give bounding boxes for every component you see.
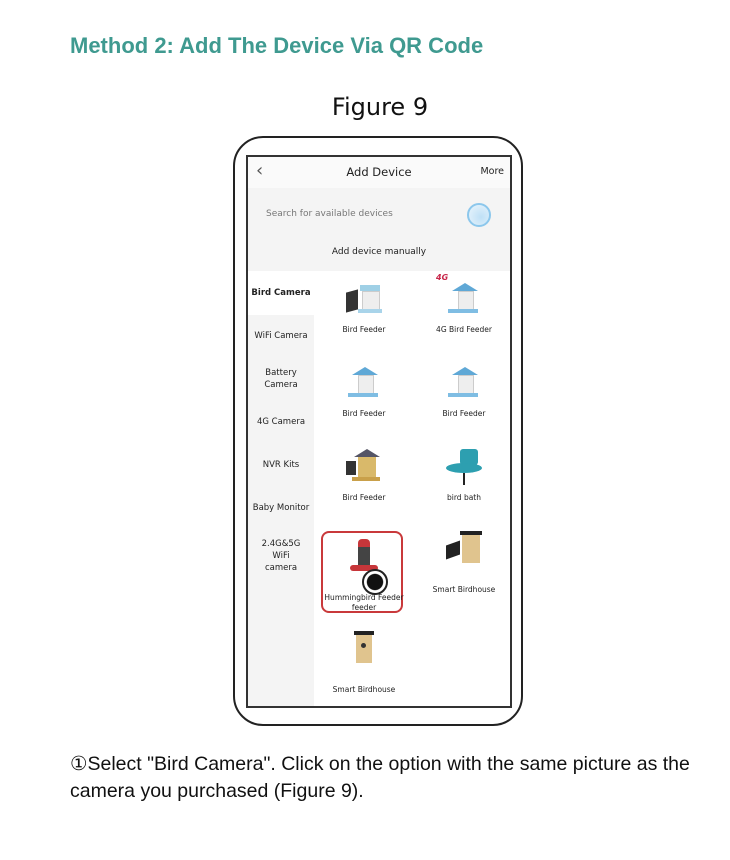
add-manually-button[interactable]: Add device manually bbox=[331, 247, 427, 257]
category-battery-camera[interactable]: Battery Camera bbox=[264, 368, 298, 390]
category-wifi-camera[interactable]: WiFi Camera bbox=[254, 331, 308, 341]
category-baby-monitor[interactable]: Baby Monitor bbox=[252, 503, 310, 513]
category-bird-camera[interactable]: Bird Camera bbox=[248, 271, 314, 315]
section-heading: Method 2: Add The Device Via QR Code bbox=[70, 33, 484, 58]
app-header: ‹ Add Device More bbox=[248, 157, 510, 188]
bird-feeder-image bbox=[446, 363, 482, 403]
hummingbird-feeder-image bbox=[346, 539, 382, 579]
figure-label: Figure 9 bbox=[331, 93, 429, 121]
4g-bird-feeder-image bbox=[446, 279, 482, 319]
bird-feeder-image bbox=[346, 279, 382, 319]
selected-highlight bbox=[321, 531, 403, 613]
category-nvr-kits[interactable]: NVR Kits bbox=[262, 460, 300, 470]
category-4g-camera[interactable]: 4G Camera bbox=[256, 417, 306, 427]
bird-feeder-image bbox=[346, 363, 382, 403]
wooden-bird-feeder-image bbox=[346, 447, 382, 487]
4g-badge: 4G bbox=[436, 273, 449, 282]
tap-hand-icon bbox=[362, 569, 388, 595]
search-devices-text[interactable]: Search for available devices bbox=[266, 209, 393, 219]
phone-frame bbox=[233, 136, 523, 726]
app-title: Add Device bbox=[346, 165, 412, 179]
phone-screen: ‹ Add Device More Search for available d… bbox=[246, 155, 512, 708]
instruction-caption: ①Select "Bird Camera". Click on the opti… bbox=[70, 753, 690, 802]
more-button[interactable]: More bbox=[480, 166, 504, 177]
category-dual-band-wifi-camera[interactable]: 2.4G&5G WiFi camera bbox=[261, 539, 301, 573]
bird-bath-image bbox=[446, 447, 482, 487]
scanning-spinner-icon bbox=[467, 203, 491, 227]
category-sidebar: Bird Camera WiFi Camera Battery Camera 4… bbox=[248, 271, 314, 706]
smart-birdhouse-image bbox=[446, 531, 482, 571]
chevron-left-icon[interactable]: ‹ bbox=[256, 160, 264, 181]
smart-birdhouse-image bbox=[346, 629, 382, 669]
device-grid: Bird Feeder 4G 4G Bird Feeder Bird Feede… bbox=[314, 271, 510, 706]
